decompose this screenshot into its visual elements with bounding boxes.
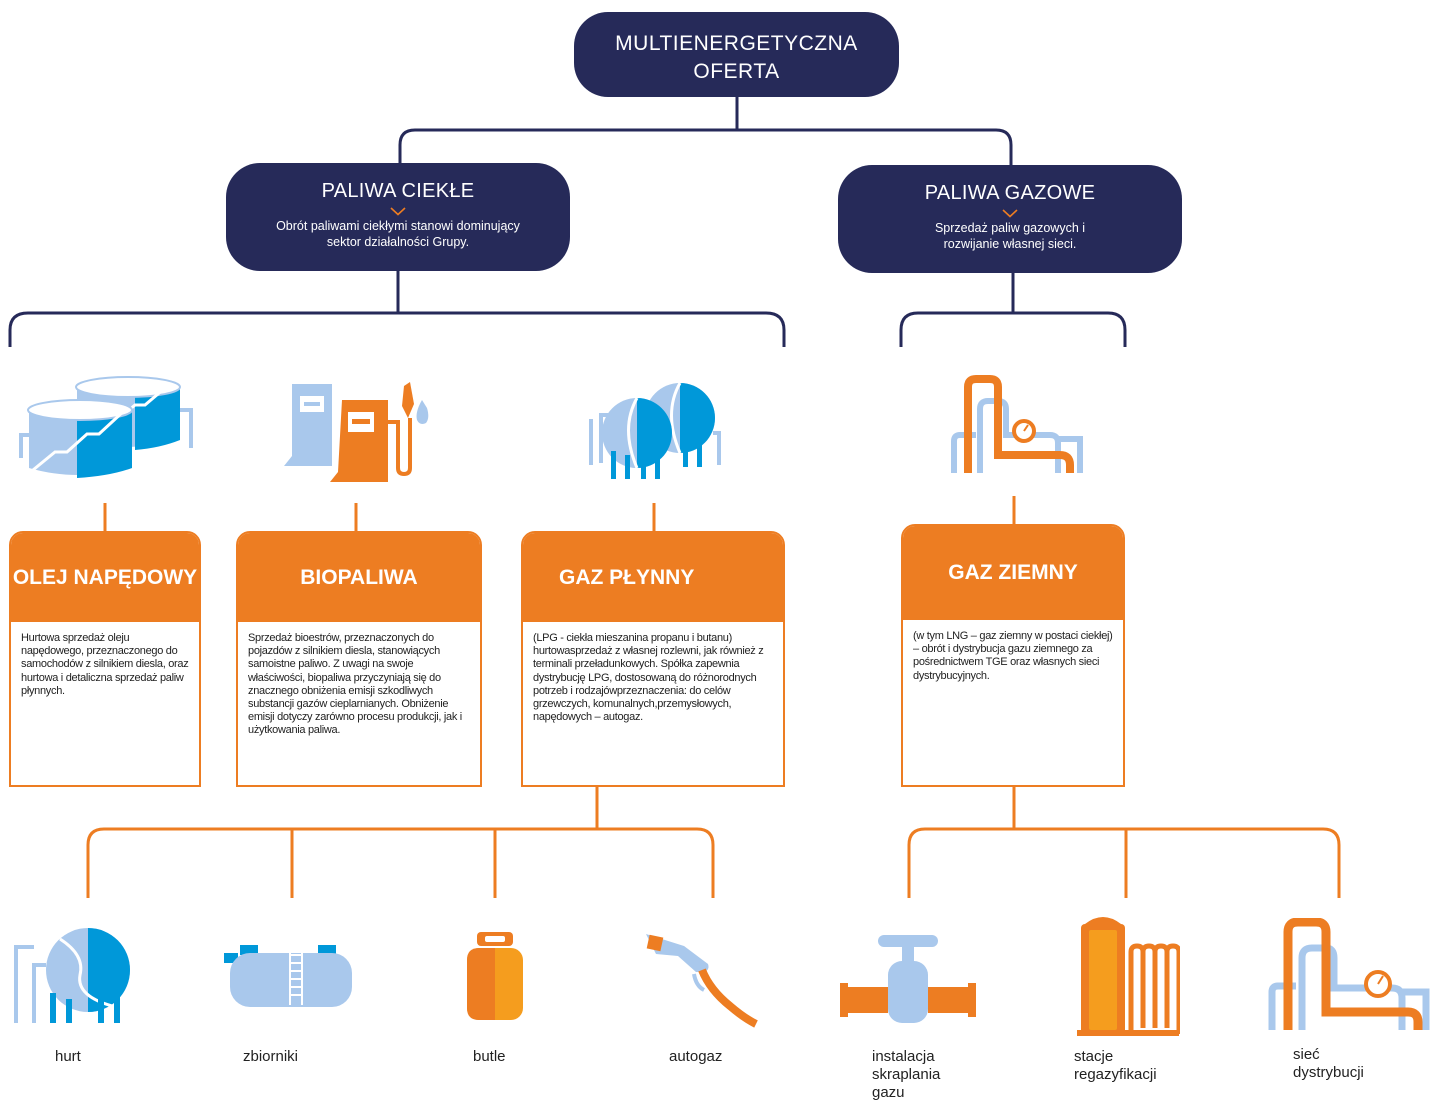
valve-pipe-icon: [840, 935, 976, 1023]
gas-cylinder-icon: [467, 932, 523, 1020]
product-title: GAZ PŁYNNY: [523, 533, 783, 622]
channel-label-autogaz: autogaz: [669, 1048, 723, 1065]
product-title: BIOPALIWA: [238, 533, 480, 622]
chevron-down-icon: [1002, 209, 1018, 218]
category-title: PALIWA GAZOWE: [924, 182, 1096, 204]
chevron-down-icon: [390, 207, 406, 216]
fuel-nozzle-icon: [646, 934, 758, 1028]
channel-label-liquefaction: instalacja skraplania gazu: [872, 1048, 941, 1101]
channel-label-butle: butle: [473, 1048, 506, 1065]
fuel-pump-icon: [284, 382, 429, 482]
product-title: OLEJ NAPĘDOWY: [11, 533, 199, 622]
fuel-tanks-icon: [19, 376, 193, 478]
root-box: MULTIENERGETYCZNA OFERTA: [574, 12, 899, 97]
horizontal-tank-icon: [224, 945, 352, 1007]
distribution-network-icon: [1268, 918, 1430, 1030]
category-description: Sprzedaż paliw gazowych i rozwijanie wła…: [934, 221, 1086, 251]
product-card-biofuels: BIOPALIWA Sprzedaż bioestrów, przeznaczo…: [236, 531, 482, 787]
channel-label-distribution: sieć dystrybucji: [1293, 1046, 1364, 1081]
category-description: Obrót paliwami ciekłymi stanowi dominują…: [276, 219, 520, 249]
product-card-lpg: GAZ PŁYNNY (LPG - ciekła mieszanina prop…: [521, 531, 785, 787]
gas-pipeline-icon: [951, 375, 1083, 473]
channel-label-regasification: stacje regazyfikacji: [1074, 1048, 1157, 1083]
channel-label-hurt: hurt: [55, 1048, 81, 1065]
spherical-gas-tanks-icon: [589, 382, 721, 479]
category-title: PALIWA CIEKŁE: [321, 180, 475, 202]
channel-label-zbiorniki: zbiorniki: [243, 1048, 299, 1065]
root-title: MULTIENERGETYCZNA OFERTA: [615, 32, 858, 83]
product-card-diesel: OLEJ NAPĘDOWY Hurtowa sprzedaż oleju nap…: [9, 531, 201, 787]
category-gas-fuels: PALIWA GAZOWE Sprzedaż paliw gazowych i …: [838, 165, 1182, 273]
product-description: (LPG - ciekła mieszanina propanu i butan…: [533, 632, 764, 724]
category-liquid-fuels: PALIWA CIEKŁE Obrót paliwami ciekłymi st…: [226, 163, 570, 271]
product-title: GAZ ZIEMNY: [903, 526, 1123, 620]
spherical-tank-icon: [14, 928, 130, 1023]
product-description: Sprzedaż bioestrów, przeznaczonych do po…: [248, 632, 462, 737]
product-card-natural-gas: GAZ ZIEMNY (w tym LNG – gaz ziemny w pos…: [901, 524, 1125, 787]
product-description: (w tym LNG – gaz ziemny w postaci ciekłe…: [913, 630, 1113, 682]
product-description: Hurtowa sprzedaż oleju napędowego, przez…: [21, 632, 189, 697]
regasification-station-icon: [1077, 917, 1180, 1036]
